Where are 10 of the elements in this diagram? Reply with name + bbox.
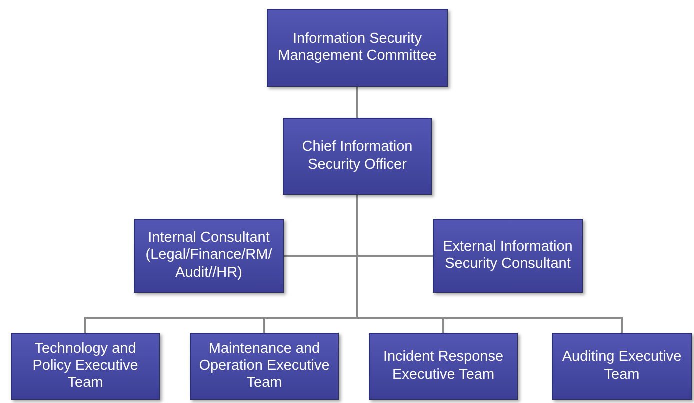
org-box: Auditing Executive Team: [552, 333, 692, 400]
org-box: Chief Information Security Officer: [283, 118, 432, 195]
org-box: Maintenance and Operation Executive Team: [190, 333, 339, 400]
org-box: Technology and Policy Executive Team: [11, 333, 160, 400]
org-box: Information Security Management Committee: [267, 9, 448, 87]
org-box: Incident Response Executive Team: [369, 333, 518, 400]
connector-line: [356, 195, 623, 333]
connector-line: [356, 87, 358, 118]
org-box: Internal Consultant (Legal/Finance/RM/ Audit//HR): [134, 219, 284, 293]
org-box: External Information Security Consultant: [433, 219, 583, 293]
